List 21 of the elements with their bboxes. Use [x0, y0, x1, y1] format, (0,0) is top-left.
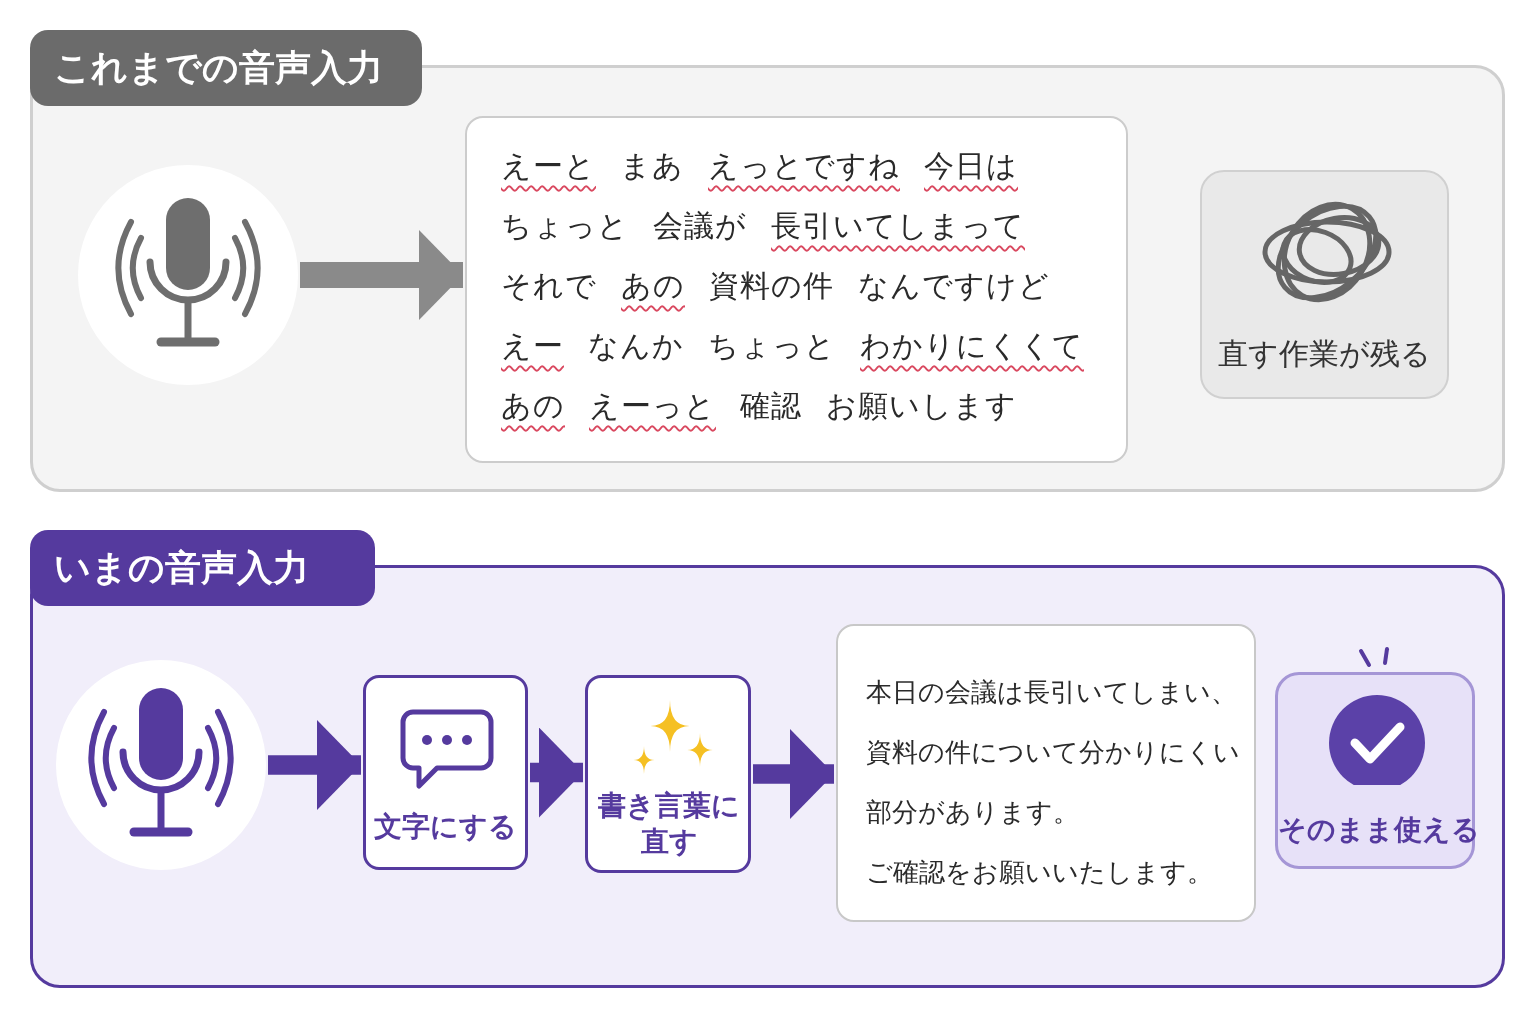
- step-box: [585, 675, 751, 873]
- arrow: [268, 720, 361, 810]
- box-label: 直す作業が残る: [1217, 335, 1432, 373]
- panel-heading: いまの音声入力: [30, 530, 375, 606]
- step-label: 文字にする: [373, 809, 518, 845]
- step-box: [363, 675, 528, 870]
- panel-heading: これまでの音声入力: [30, 30, 422, 106]
- transcript-line: あの えーっと 確認 お願いします: [501, 387, 1018, 425]
- arrow: [530, 727, 583, 818]
- result-box: [1200, 170, 1449, 399]
- transcript-line: ちょっと 会議が 長引いてしまって: [501, 207, 1026, 245]
- step-label: 書き言葉に直す: [598, 788, 740, 860]
- transcript-line: えー なんか ちょっと わかりにくくて: [501, 327, 1085, 365]
- result-paragraph: ご確認をお願いいたします。: [866, 856, 1214, 889]
- result-text-box: [836, 624, 1256, 922]
- transcript-box: [465, 116, 1128, 463]
- arrow: [300, 230, 463, 320]
- arrow: [753, 729, 834, 819]
- result-paragraph: 本日の会議は長引いてしまい、資料の件について分かりにくい部分があります。: [866, 676, 1241, 829]
- transcript-line: それで あの 資料の件 なんですけど: [501, 267, 1051, 305]
- transcript-line: えーと まあ えっとですね 今日は: [501, 147, 1019, 185]
